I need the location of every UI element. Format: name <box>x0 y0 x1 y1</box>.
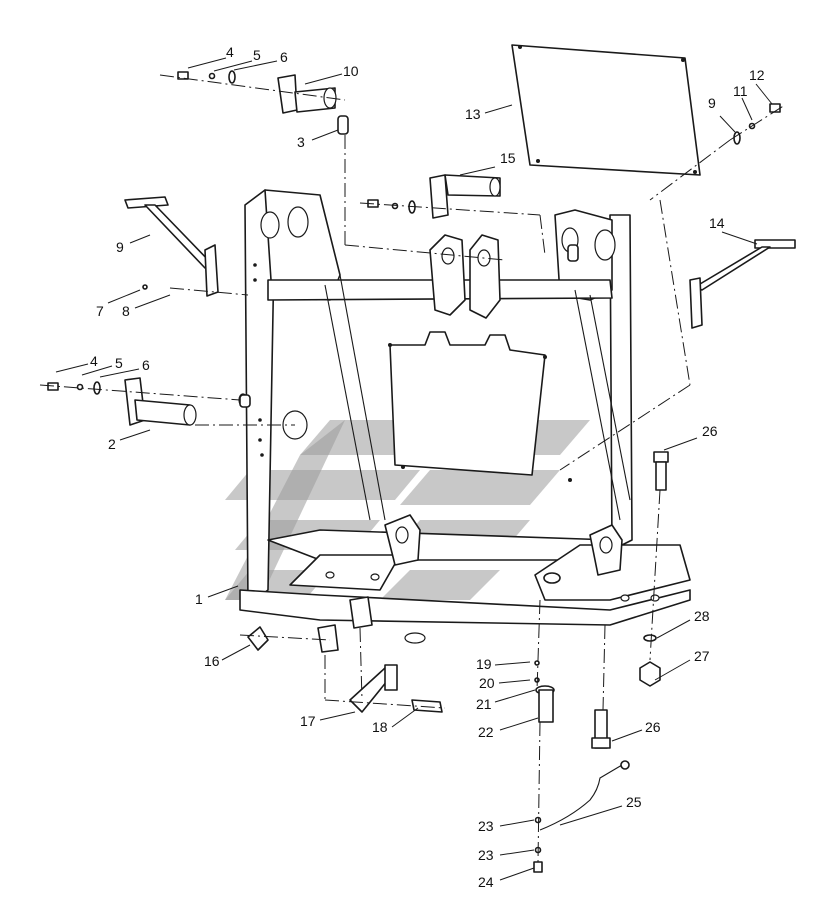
callout-20: 20 <box>479 675 495 691</box>
callout-5-mid: 5 <box>115 355 123 371</box>
step-9-left <box>124 196 219 297</box>
callout-23-upper: 23 <box>478 818 494 834</box>
callout-22: 22 <box>478 724 494 740</box>
callout-21: 21 <box>476 696 492 712</box>
callout-24: 24 <box>478 874 494 890</box>
leader-lines <box>55 57 773 881</box>
bolt-26-top <box>653 451 669 491</box>
callout-12: 12 <box>749 67 765 83</box>
callout-18: 18 <box>372 719 388 735</box>
callout-28: 28 <box>694 608 710 624</box>
callout-14: 14 <box>709 215 725 231</box>
cover-plate-13 <box>511 44 701 176</box>
lower-hinge <box>384 514 623 576</box>
callout-13: 13 <box>465 106 481 122</box>
callout-labels: 4 5 6 10 3 9 7 8 4 5 6 2 1 13 15 9 11 12… <box>90 44 765 890</box>
callout-17: 17 <box>300 713 316 729</box>
cable-25 <box>533 760 630 873</box>
assembly-lines <box>39 74 786 863</box>
center-cover-plate <box>388 331 547 476</box>
callout-19: 19 <box>476 656 492 672</box>
center-brackets <box>429 234 501 319</box>
callout-26-bottom: 26 <box>645 719 661 735</box>
hardware-9-11-12 <box>733 103 781 145</box>
pin-22-stack <box>534 572 561 723</box>
callout-2: 2 <box>108 436 116 452</box>
callout-25: 25 <box>626 794 642 810</box>
callout-8: 8 <box>122 303 130 319</box>
callout-6-mid: 6 <box>142 357 150 373</box>
callout-23-lower: 23 <box>478 847 494 863</box>
callout-10: 10 <box>343 63 359 79</box>
pin-assembly-2 <box>47 377 251 426</box>
callout-16: 16 <box>204 653 220 669</box>
callout-5-top: 5 <box>253 47 261 63</box>
callout-9-left: 9 <box>116 239 124 255</box>
callout-11: 11 <box>733 83 748 99</box>
callout-6-top: 6 <box>280 49 288 65</box>
callout-4-top: 4 <box>226 44 234 60</box>
callout-26-top: 26 <box>702 423 718 439</box>
callout-4-mid: 4 <box>90 353 98 369</box>
callout-3: 3 <box>297 134 305 150</box>
callout-9-right: 9 <box>708 95 716 111</box>
parts-16-17-18 <box>247 596 443 713</box>
callout-15: 15 <box>500 150 516 166</box>
bolt-26-bottom <box>591 709 611 749</box>
callout-7: 7 <box>96 303 104 319</box>
callout-1: 1 <box>195 591 203 607</box>
callout-27: 27 <box>694 648 710 664</box>
step-14-right <box>689 239 796 329</box>
